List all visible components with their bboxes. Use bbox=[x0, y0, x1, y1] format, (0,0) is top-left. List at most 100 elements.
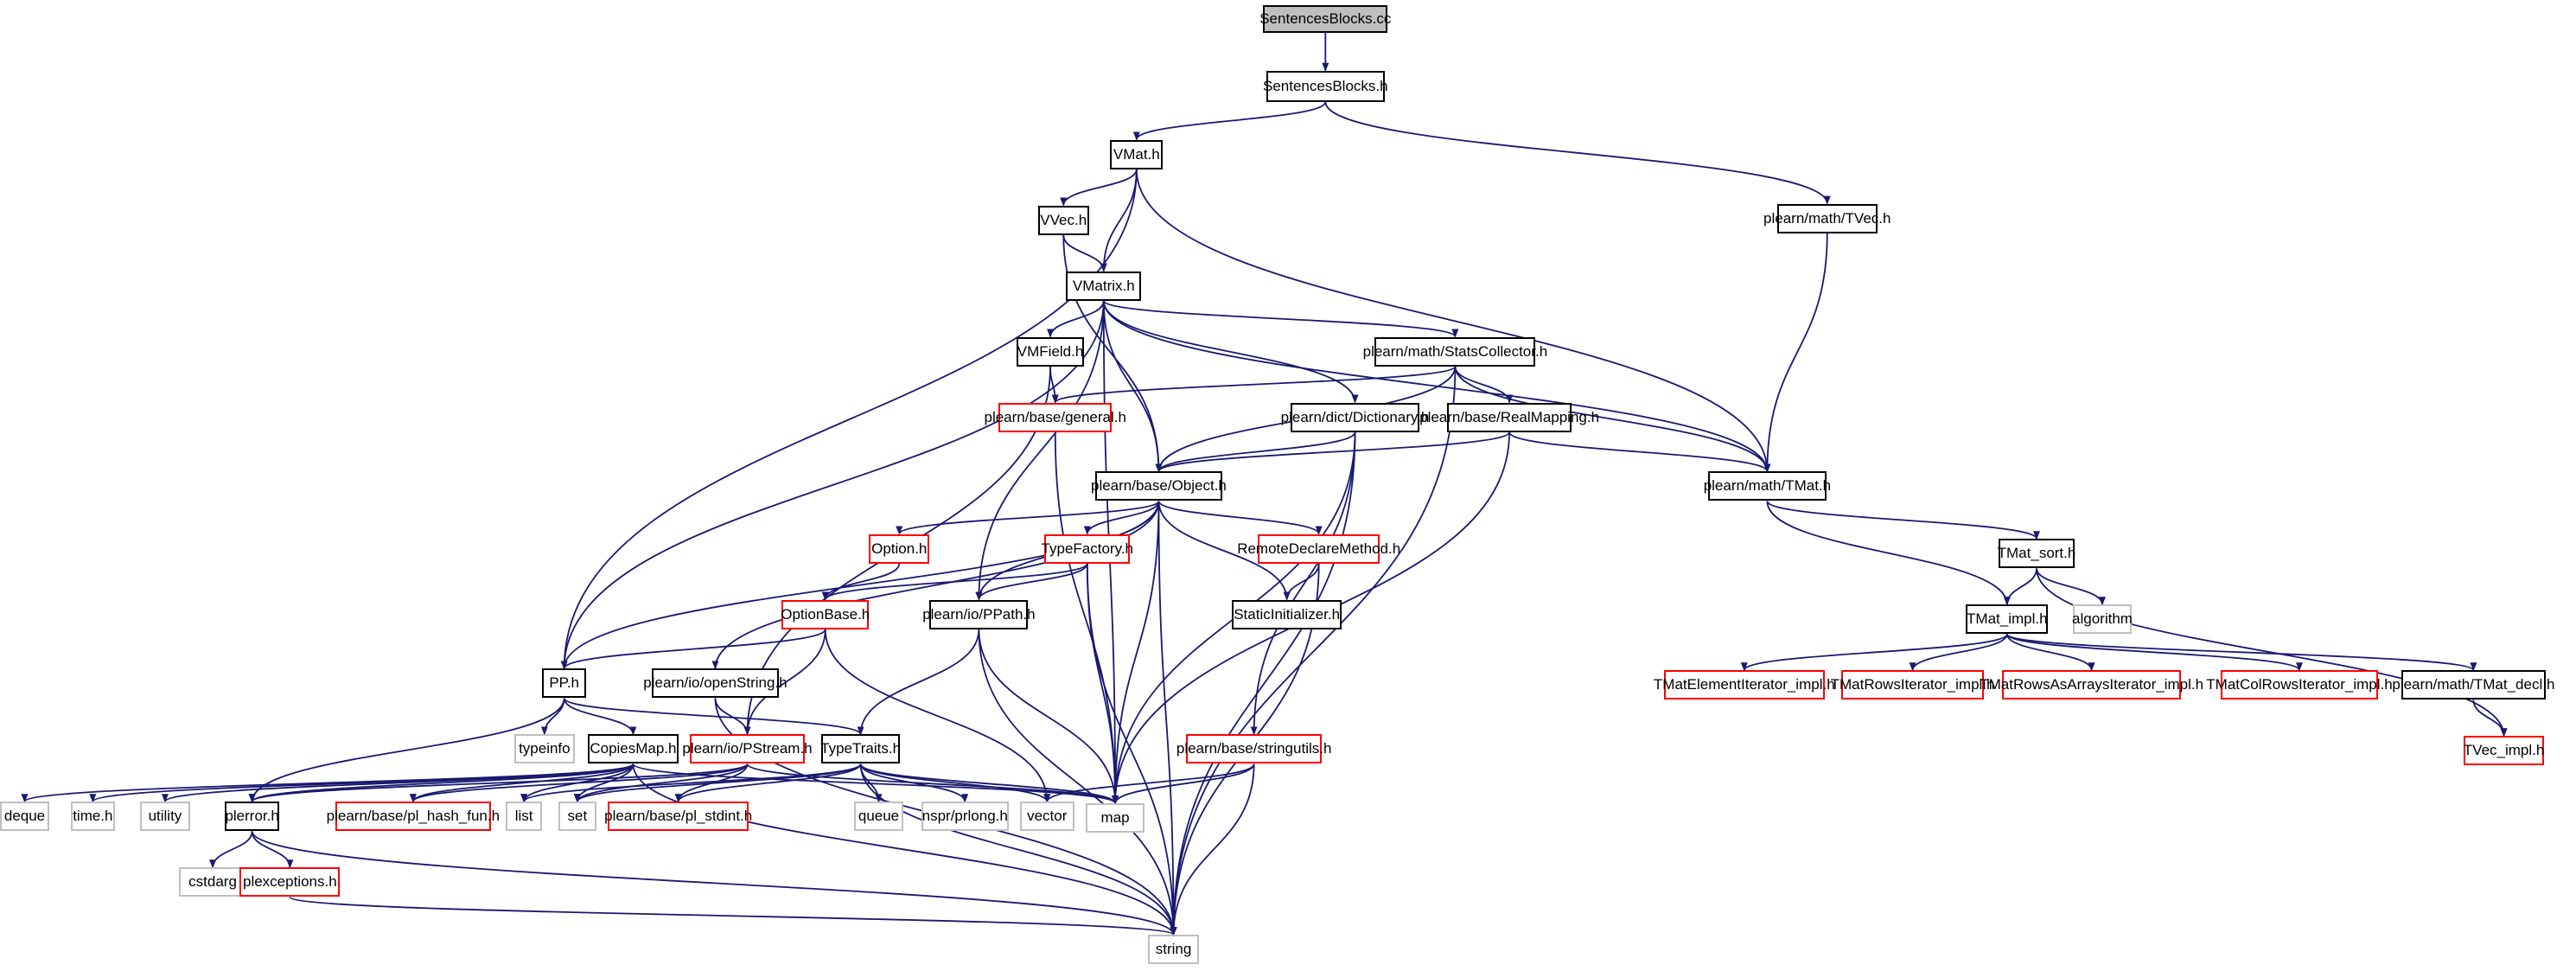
graph-node-pp[interactable]: PP.h bbox=[542, 668, 587, 699]
graph-node-list: list bbox=[506, 802, 542, 832]
graph-node-tmat[interactable]: plearn/math/TMat.h bbox=[1704, 471, 1831, 501]
edge-sbh-to-tvec bbox=[1324, 101, 1831, 205]
edge-ppath-to-typetraits bbox=[857, 629, 980, 736]
graph-node-elemit[interactable]: TMatElementIterator_impl.h bbox=[1654, 670, 1835, 700]
edge-tmatimpl-to-elemit bbox=[1740, 633, 2008, 672]
edge-tmatimpl-to-rowsarr bbox=[2005, 634, 2095, 672]
edge-stringutils-to-vector bbox=[1043, 763, 1255, 803]
graph-node-cc: SentencesBlocks.cc bbox=[1259, 4, 1391, 33]
graph-node-typetraits[interactable]: TypeTraits.h bbox=[820, 734, 901, 764]
edge-typefactory-to-ppath bbox=[975, 563, 1088, 601]
edge-typetraits-to-string bbox=[859, 763, 1177, 936]
edge-optionbase-to-pp bbox=[560, 629, 826, 670]
edge-pp-to-plerror bbox=[248, 698, 565, 803]
edge-pp-to-typetraits bbox=[563, 697, 864, 736]
graph-node-timeh: time.h bbox=[70, 802, 115, 832]
graph-node-tmatsort[interactable]: TMat_sort.h bbox=[1998, 539, 2075, 569]
graph-node-rowsit[interactable]: TMatRowsIterator_impl.h bbox=[1831, 670, 1994, 700]
edge-plexceptions-to-string bbox=[289, 896, 1177, 936]
edge-typetraits-to-vector bbox=[859, 763, 1051, 803]
edge-tvec-to-tmat bbox=[1763, 233, 1828, 473]
graph-node-vmat[interactable]: VMat.h bbox=[1110, 139, 1164, 169]
graph-node-vvec[interactable]: VVec.h bbox=[1037, 205, 1089, 235]
edge-vmatrix-to-ppath bbox=[975, 300, 1105, 601]
graph-node-typefactory[interactable]: TypeFactory.h bbox=[1042, 533, 1133, 564]
edge-typefactory-to-optionbase bbox=[821, 562, 1088, 601]
graph-node-general[interactable]: plearn/base/general.h bbox=[985, 402, 1126, 432]
graph-node-utility: utility bbox=[139, 802, 191, 832]
edge-vmatrix-to-dict bbox=[1102, 300, 1359, 404]
edge-vvec-to-vmatrix bbox=[1062, 234, 1107, 272]
edge-typetraits-to-set bbox=[573, 763, 862, 803]
edge-tmatsort-to-algorithm bbox=[2036, 568, 2106, 606]
graph-node-vmfield[interactable]: VMField.h bbox=[1017, 336, 1084, 367]
graph-node-pstream[interactable]: plearn/io/PStream.h bbox=[682, 734, 813, 764]
edge-plerror-to-cstdarg bbox=[209, 831, 253, 869]
edge-vmat-to-tmat bbox=[1135, 169, 1771, 473]
edge-object-to-typefactory bbox=[1083, 501, 1160, 535]
edge-object-to-map bbox=[1112, 501, 1160, 805]
graph-node-staticinit[interactable]: StaticInitializer.h bbox=[1232, 599, 1342, 629]
graph-node-stats[interactable]: plearn/math/StatsCollector.h bbox=[1363, 336, 1547, 367]
graph-node-plexceptions[interactable]: plexceptions.h bbox=[239, 867, 341, 898]
edge-vmatrix-to-object bbox=[1102, 300, 1163, 473]
graph-node-rowsarr[interactable]: TMatRowsAsArraysIterator_impl.h bbox=[1980, 670, 2203, 700]
edge-object-to-remote bbox=[1157, 501, 1323, 535]
edge-tmatsort-to-tvecimpl bbox=[2036, 568, 2508, 738]
graph-node-sbh[interactable]: SentencesBlocks.h bbox=[1263, 70, 1388, 102]
graph-node-realmap[interactable]: plearn/base/RealMapping.h bbox=[1419, 402, 1599, 432]
edge-vmatrix-to-tmat bbox=[1102, 300, 1771, 473]
graph-node-plerror[interactable]: plerror.h bbox=[225, 802, 279, 832]
edge-vmfield-to-general bbox=[1049, 366, 1059, 404]
edge-tmatimpl-to-colrows bbox=[2005, 633, 2303, 672]
graph-node-object[interactable]: plearn/base/Object.h bbox=[1091, 471, 1227, 501]
graph-node-hashfun[interactable]: plearn/base/pl_hash_fun.h bbox=[327, 802, 500, 832]
graph-node-dict[interactable]: plearn/dict/Dictionary.h bbox=[1281, 402, 1429, 432]
edge-typetraits-to-map bbox=[859, 763, 1119, 805]
graph-node-tmatdecl[interactable]: plearn/math/TMat_decl.h bbox=[2392, 670, 2554, 700]
graph-node-colrows[interactable]: TMatColRowsIterator_impl.h bbox=[2206, 670, 2393, 700]
edge-ppath-to-string bbox=[978, 629, 1177, 936]
edge-stringutils-to-string bbox=[1170, 763, 1255, 936]
graph-node-tmatimpl[interactable]: TMat_impl.h bbox=[1966, 604, 2049, 635]
edge-pstream-to-map bbox=[746, 763, 1119, 805]
graph-node-stringutils[interactable]: plearn/base/stringutils.h bbox=[1176, 734, 1331, 764]
edge-tmatdecl-to-tvecimpl bbox=[2472, 700, 2508, 738]
edge-copiesmap-to-string bbox=[632, 763, 1177, 936]
graph-node-vector: vector bbox=[1019, 802, 1074, 832]
edge-tmat-to-tmatsort bbox=[1766, 500, 2040, 540]
edge-dict-to-string bbox=[1170, 431, 1356, 936]
graph-node-tvec[interactable]: plearn/math/TVec.h bbox=[1763, 203, 1891, 233]
edge-realmap-to-tmat bbox=[1508, 431, 1771, 473]
edge-copiesmap-to-utility bbox=[162, 763, 634, 803]
graph-node-prlong: nspr/prlong.h bbox=[921, 802, 1009, 832]
edge-stats-to-general bbox=[1051, 365, 1457, 404]
edge-typetraits-to-stdint bbox=[674, 763, 862, 803]
graph-node-vmatrix[interactable]: VMatrix.h bbox=[1066, 271, 1142, 301]
graph-node-openstring[interactable]: plearn/io/openString.h bbox=[643, 668, 787, 699]
edge-vmatrix-to-vmfield bbox=[1047, 300, 1105, 338]
edge-remote-to-staticinit bbox=[1283, 563, 1320, 601]
edge-stringutils-to-map bbox=[1112, 763, 1255, 805]
graph-node-option[interactable]: Option.h bbox=[869, 533, 930, 564]
edge-optionbase-to-pstream bbox=[743, 629, 826, 736]
graph-node-string: string bbox=[1148, 935, 1199, 965]
graph-node-tvecimpl[interactable]: TVec_impl.h bbox=[2464, 736, 2544, 766]
edge-plerror-to-plexceptions bbox=[251, 831, 294, 869]
graph-node-stdint[interactable]: plearn/base/pl_stdint.h bbox=[604, 802, 752, 832]
graph-node-remote[interactable]: RemoteDeclareMethod.h bbox=[1237, 533, 1400, 564]
edge-optionbase-to-vector bbox=[824, 629, 1051, 803]
edge-pp-to-typeinfo bbox=[540, 698, 565, 736]
edge-pp-to-copiesmap bbox=[563, 698, 637, 736]
graph-node-optionbase[interactable]: OptionBase.h bbox=[781, 599, 870, 629]
graph-node-ppath[interactable]: plearn/io/PPath.h bbox=[922, 599, 1036, 629]
edge-dict-to-stringutils bbox=[1250, 431, 1356, 736]
edge-tmat-to-tmatimpl bbox=[1766, 501, 2011, 606]
edge-stats-to-tmat bbox=[1454, 366, 1771, 473]
graph-node-copiesmap[interactable]: CopiesMap.h bbox=[588, 734, 679, 764]
edge-plerror-to-string bbox=[251, 831, 1177, 936]
edge-object-to-string bbox=[1157, 501, 1177, 936]
graph-node-algorithm: algorithm bbox=[2072, 604, 2133, 635]
edge-copiesmap-to-timeh bbox=[89, 763, 634, 803]
